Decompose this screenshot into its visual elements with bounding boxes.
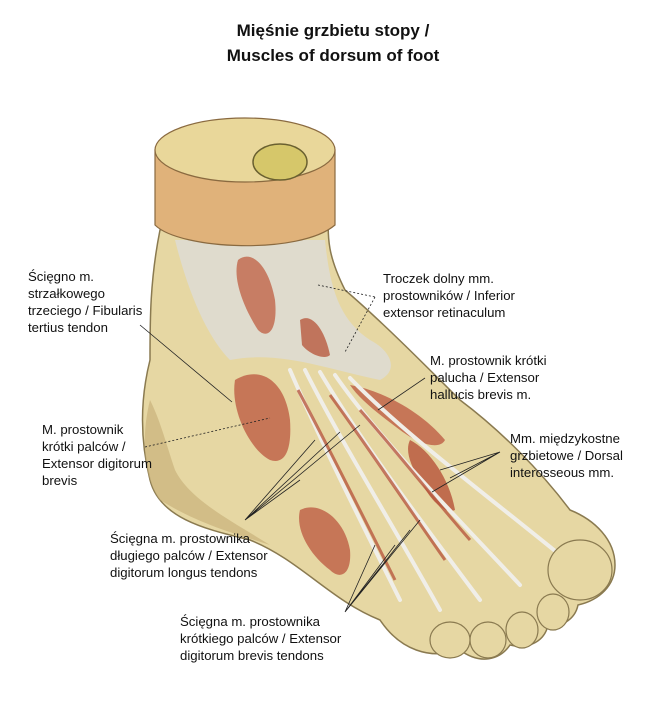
label-extensor-digitorum-brevis: M. prostownik krótki palców / Extensor d… bbox=[42, 422, 152, 488]
extensor-digitorum-brevis-muscle bbox=[234, 374, 291, 461]
title-line-2: Muscles of dorsum of foot bbox=[226, 46, 440, 65]
label-extensor-digitorum-longus-tendons: Ścięgna m. prostownika długiego palców /… bbox=[110, 531, 268, 580]
interosseous-muscle bbox=[408, 440, 455, 511]
lower-muscle bbox=[299, 507, 351, 575]
ankle-muscle bbox=[236, 256, 276, 334]
label-inferior-extensor-retinaculum: Troczek dolny mm. prostowników / Inferio… bbox=[383, 271, 515, 320]
ankle-muscle-2 bbox=[300, 318, 330, 357]
tendon-muscle-strips bbox=[296, 389, 472, 581]
retinaculum bbox=[175, 240, 391, 380]
leader-lines bbox=[139, 284, 501, 613]
label-extensor-hallucis-brevis: M. prostownik krótki palucha / Extensor … bbox=[430, 353, 547, 402]
label-dorsal-interosseous: Mm. międzykostne grzbietowe / Dorsal int… bbox=[510, 431, 623, 480]
leg-cut-surface bbox=[154, 117, 336, 183]
heel-shadow bbox=[144, 400, 270, 545]
label-fibularis-tertius: Ścięgno m. strzałkowego trzeciego / Fibu… bbox=[28, 269, 143, 335]
toes bbox=[429, 539, 613, 659]
diagram-title: Mięśnie grzbietu stopy / Muscles of dors… bbox=[0, 18, 666, 68]
bone-cross-section bbox=[252, 143, 308, 181]
label-extensor-digitorum-brevis-tendons: Ścięgna m. prostownika krótkiego palców … bbox=[180, 614, 342, 663]
title-line-1: Mięśnie grzbietu stopy / bbox=[236, 21, 430, 40]
